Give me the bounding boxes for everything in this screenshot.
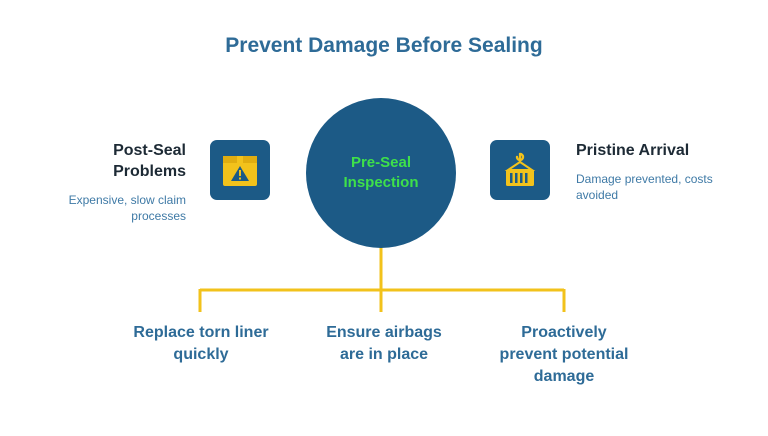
hub-circle: Pre-Seal Inspection (306, 98, 456, 248)
container-crane-icon (490, 140, 550, 200)
diagram-title: Prevent Damage Before Sealing (225, 34, 543, 57)
branch-label-airbags: Ensure airbags are in place (326, 324, 442, 363)
right-title: Pristine Arrival (576, 142, 690, 159)
right-description: Damage prevented, costs avoided (576, 172, 713, 202)
left-description: Expensive, slow claim processes (68, 193, 186, 223)
warning-box-icon (210, 140, 270, 200)
hub-label: Pre-Seal Inspection (343, 154, 419, 191)
left-title: Post-Seal Problems (113, 142, 186, 180)
branch-label-replace-liner: Replace torn liner quickly (133, 324, 269, 363)
branch-label-proactive: Proactively prevent potential damage (499, 324, 629, 385)
